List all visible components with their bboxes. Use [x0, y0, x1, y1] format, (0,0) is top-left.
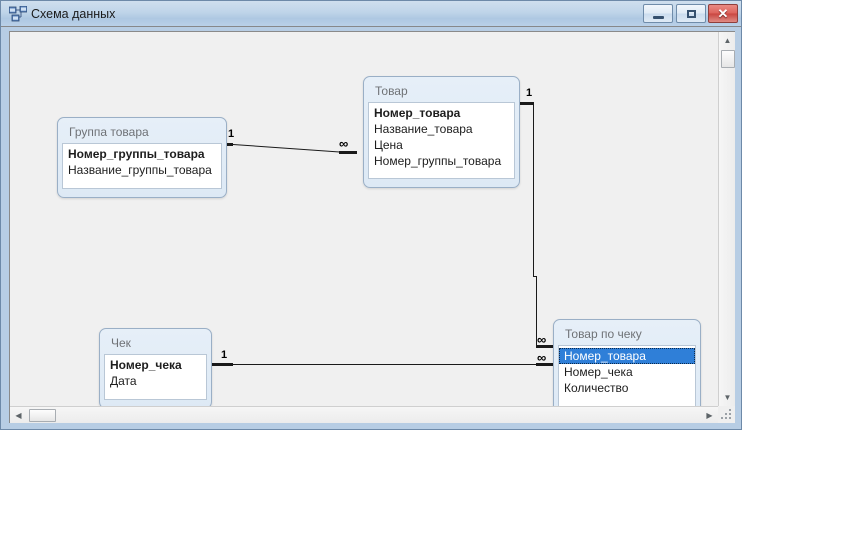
scroll-left-icon[interactable]: ◀ — [15, 411, 22, 420]
field-list: Номер_товара Название_товара Цена Номер_… — [368, 102, 515, 179]
rel-gruppa-tovar-one-label: 1 — [228, 128, 235, 140]
rel-tovar-tpc-many-label: ∞ — [537, 332, 547, 347]
field-row[interactable]: Номер_чека — [110, 358, 182, 372]
minimize-button[interactable] — [643, 4, 673, 23]
table-tovar-po-cheku[interactable]: Товар по чеку Номер_товара Номер_чека Ко… — [553, 319, 701, 406]
field-row[interactable]: Номер_товара — [374, 106, 461, 120]
relationships-icon — [9, 6, 27, 22]
field-list: Номер_группы_товара Название_группы_това… — [62, 143, 222, 189]
close-button[interactable]: ✕ — [708, 4, 738, 23]
field-row[interactable]: Название_группы_товара — [68, 163, 212, 177]
resize-grip[interactable] — [718, 406, 735, 423]
scroll-down-icon[interactable]: ▼ — [723, 393, 732, 402]
rel-gruppa-tovar-many-label: ∞ — [339, 136, 349, 151]
field-row[interactable]: Номер_чека — [564, 365, 633, 379]
close-icon: ✕ — [717, 6, 729, 21]
scroll-up-icon[interactable]: ▲ — [723, 36, 732, 45]
relationships-window: Схема данных ✕ 1 ∞ 1 ∞ — [0, 0, 742, 430]
field-row[interactable]: Номер_группы_товара — [68, 147, 205, 161]
relationships-client-area: 1 ∞ 1 ∞ 1 ∞ Группа товара Номер_группы_т… — [9, 31, 735, 423]
rel-tovar-tpc-vline2 — [536, 276, 537, 346]
field-row[interactable]: Название_товара — [374, 122, 473, 136]
table-title: Товар по чеку — [565, 327, 642, 341]
field-row[interactable]: Цена — [374, 138, 403, 152]
vertical-scrollbar[interactable]: ▲ ▼ — [718, 32, 735, 406]
scroll-right-icon[interactable]: ▶ — [706, 411, 713, 420]
rel-tovar-tpc-end-stub — [536, 345, 554, 348]
table-chek[interactable]: Чек Номер_чека Дата — [99, 328, 212, 406]
table-gruppa-tovara[interactable]: Группа товара Номер_группы_товара Назван… — [57, 117, 227, 198]
rel-tovar-tpc-jog — [533, 276, 537, 277]
table-title: Товар — [375, 84, 408, 98]
rel-gruppa-tovar-line — [232, 144, 347, 153]
restore-icon — [687, 10, 696, 18]
table-title: Чек — [111, 336, 131, 350]
rel-chek-tpc-stub — [211, 363, 233, 366]
field-row[interactable]: Дата — [110, 374, 137, 388]
field-list: Номер_товара Номер_чека Количество — [558, 345, 696, 406]
rel-tovar-tpc-vline — [533, 102, 534, 276]
table-tovar[interactable]: Товар Номер_товара Название_товара Цена … — [363, 76, 520, 188]
horizontal-scrollbar[interactable]: ◀ ▶ — [10, 406, 718, 423]
rel-chek-tpc-one-label: 1 — [221, 349, 228, 361]
field-list: Номер_чека Дата — [104, 354, 207, 400]
vertical-scrollbar-thumb[interactable] — [721, 50, 735, 68]
rel-gruppa-tovar-end-stub — [339, 151, 357, 154]
table-title: Группа товара — [69, 125, 149, 139]
rel-chek-tpc-end-stub — [536, 363, 554, 366]
field-row[interactable]: Номер_группы_товара — [374, 154, 502, 168]
rel-chek-tpc-many-label: ∞ — [537, 350, 547, 365]
field-row-selected[interactable]: Номер_товара — [559, 348, 695, 364]
field-row[interactable]: Количество — [564, 381, 629, 395]
horizontal-scrollbar-thumb[interactable] — [29, 409, 56, 422]
rel-tovar-tpc-top-stub — [514, 102, 534, 105]
rel-chek-tpc-line — [233, 364, 536, 365]
minimize-icon — [653, 16, 664, 19]
restore-button[interactable] — [676, 4, 706, 23]
rel-tovar-tpc-one-label: 1 — [526, 87, 533, 99]
window-title: Схема данных — [31, 7, 116, 21]
title-bar[interactable]: Схема данных ✕ — [1, 1, 741, 27]
relationships-canvas[interactable]: 1 ∞ 1 ∞ 1 ∞ Группа товара Номер_группы_т… — [10, 32, 718, 406]
